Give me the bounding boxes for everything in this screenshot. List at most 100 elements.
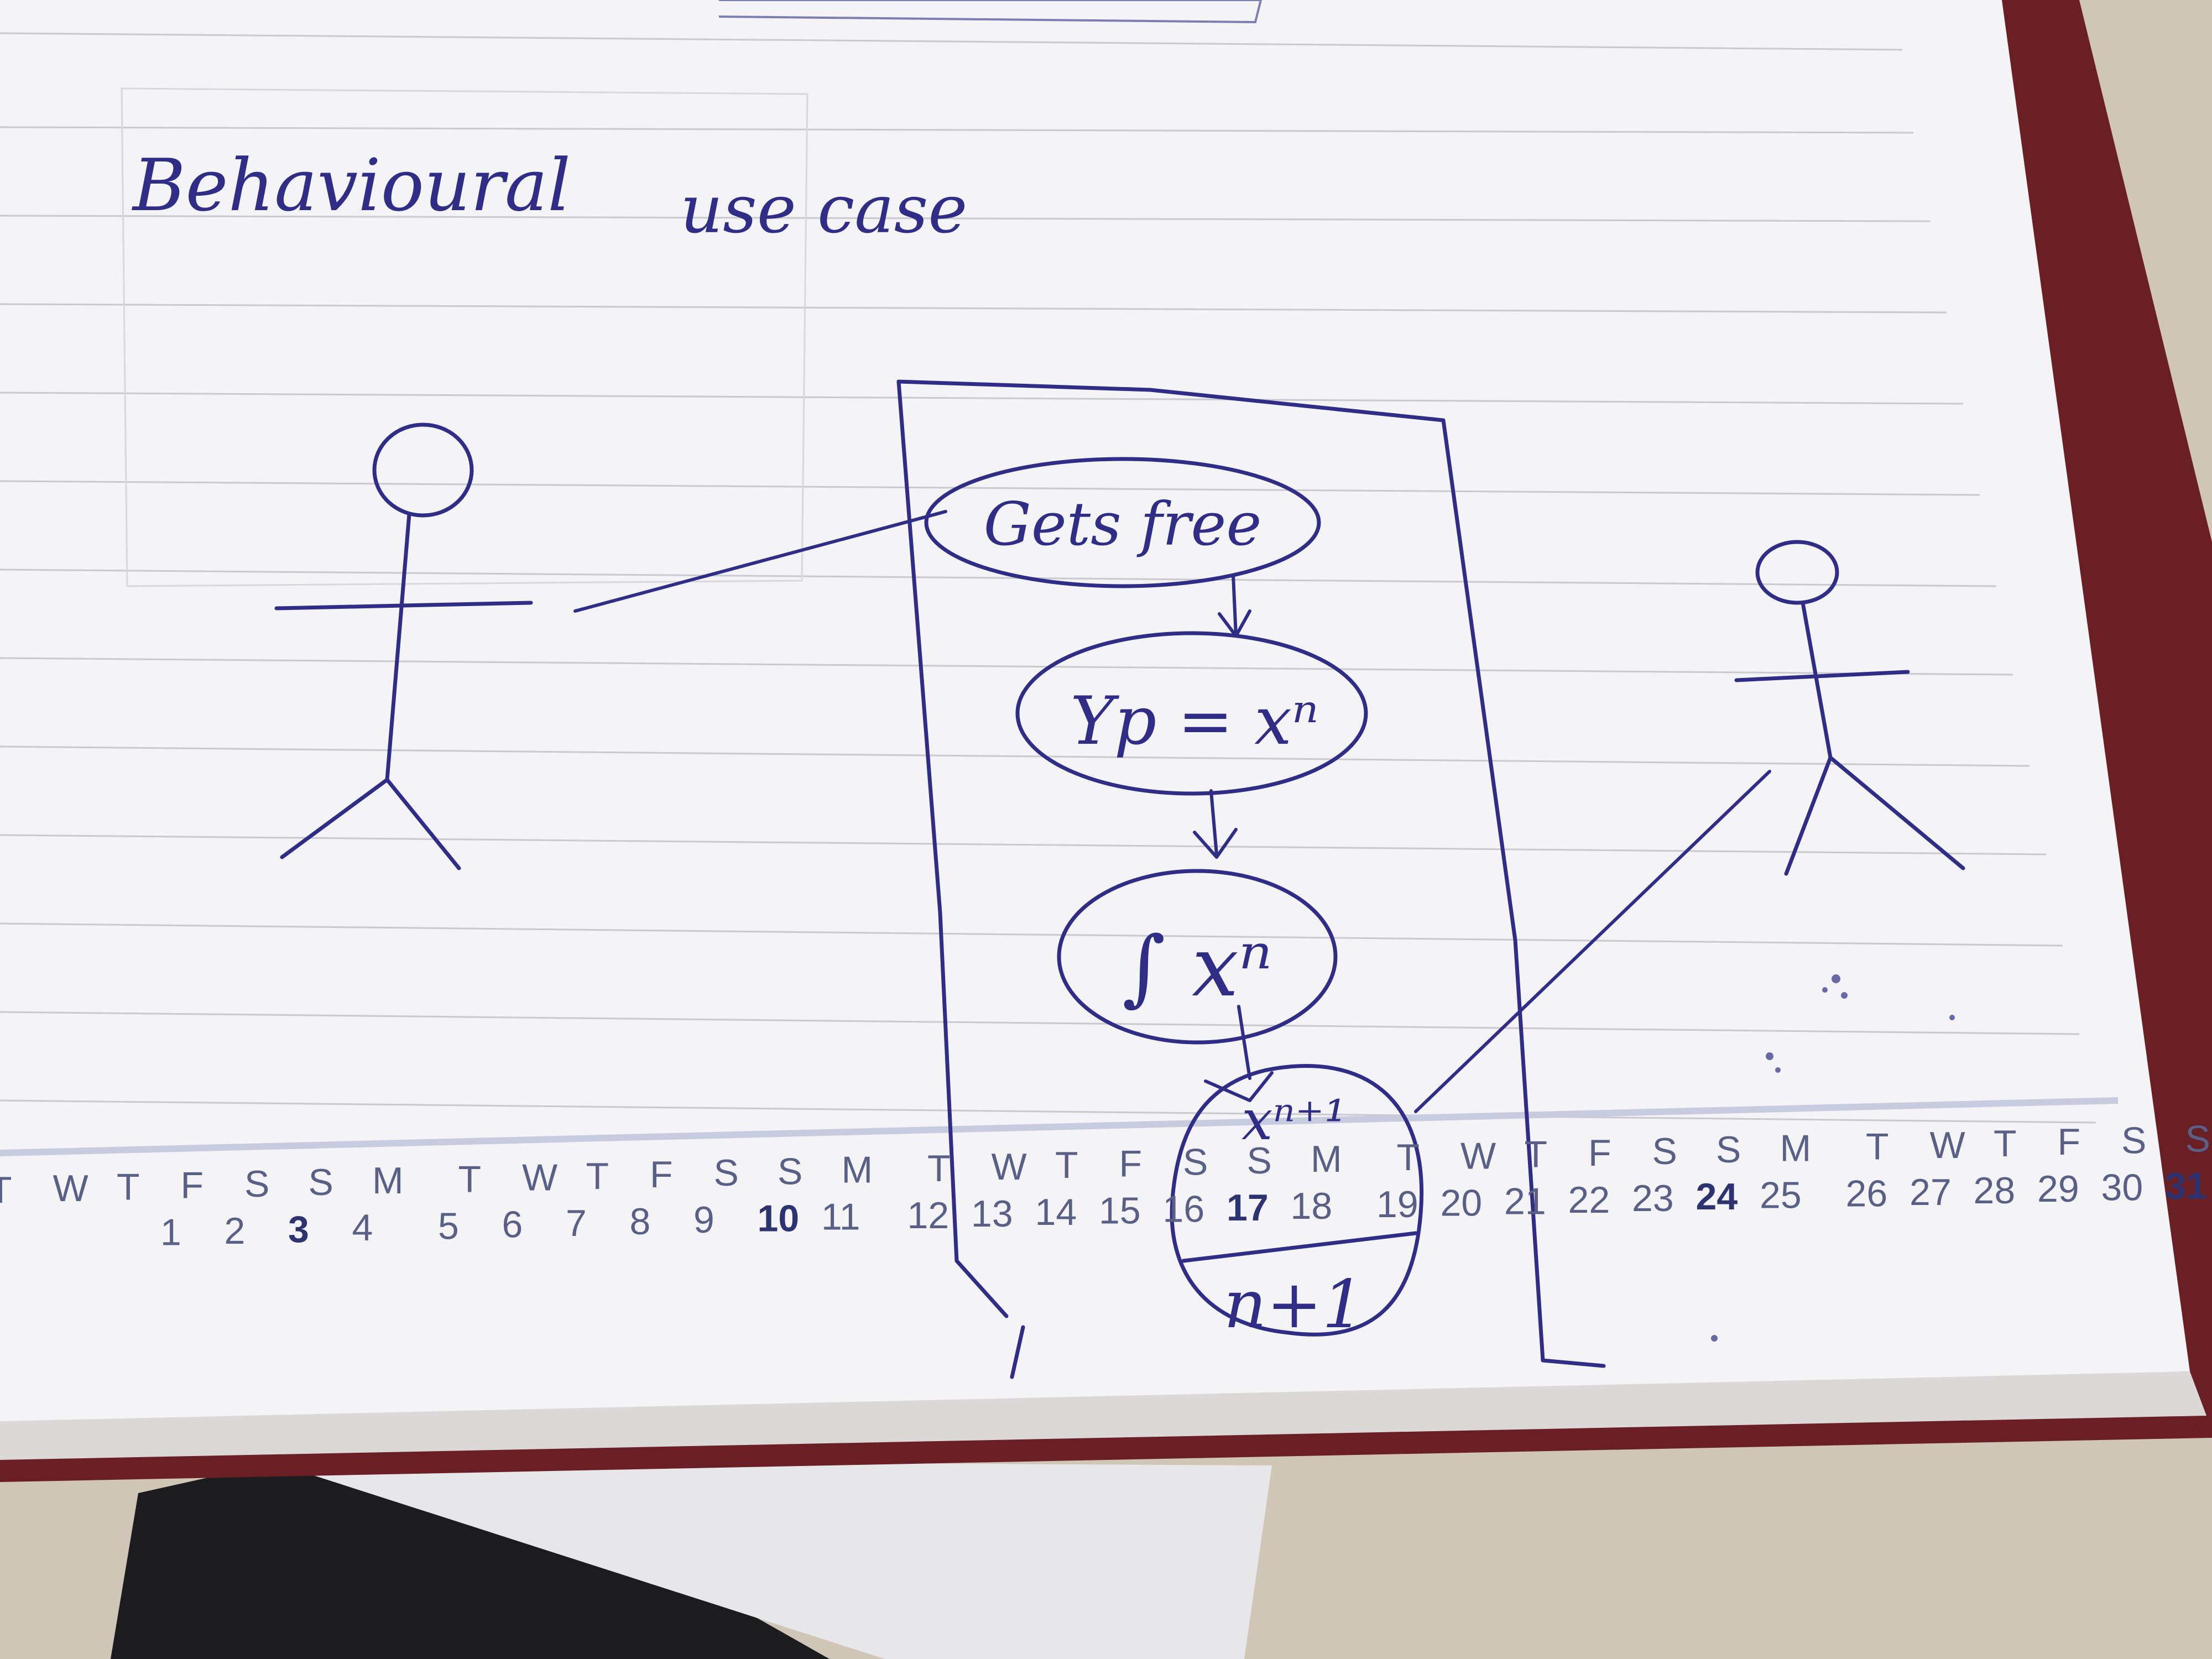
calendar-weekday: T	[1994, 1123, 2017, 1165]
system-boundary-bottom-fragment	[1541, 1358, 1606, 1368]
association-right	[1414, 770, 1771, 1113]
use-case-integral	[1057, 869, 1338, 1045]
calendar-weekday: T	[1525, 1134, 1548, 1176]
calendar-date: 12	[907, 1194, 950, 1237]
calendar-weekday: S	[309, 1161, 333, 1203]
calendar-weekday: S	[2121, 1119, 2146, 1161]
calendar-date: 27	[1910, 1171, 1952, 1213]
loose-paper	[265, 1460, 1272, 1659]
calendar-weekday: S	[778, 1150, 802, 1192]
actor-right-body	[1801, 601, 1833, 760]
dark-object	[111, 1460, 830, 1659]
calendar-date: 3	[288, 1208, 309, 1250]
calendar-date: 28	[1974, 1170, 2016, 1212]
system-boundary-right	[1441, 418, 1545, 1363]
calendar-weekday: T	[1397, 1136, 1420, 1178]
actor-left	[274, 422, 533, 870]
ink-spots	[1711, 974, 1955, 1342]
calendar-weekday: S	[1183, 1141, 1208, 1183]
calendar-weekday: T	[0, 1169, 12, 1211]
calendar-date: 5	[438, 1205, 459, 1247]
use-case-integral-label: ∫ xⁿ	[1122, 919, 1272, 1015]
calendar-weekday: T	[1055, 1144, 1078, 1186]
ruled-lines	[0, 32, 2096, 1124]
title-use-case: use case	[680, 171, 967, 248]
calendar-date: 23	[1632, 1177, 1674, 1219]
title-behavioural: Behavioural	[132, 143, 571, 227]
calendar-date: 15	[1099, 1190, 1141, 1232]
calendar-weekday: S	[244, 1163, 269, 1205]
calendar-date: 13	[971, 1193, 1013, 1235]
calendar-date: 21	[1504, 1181, 1546, 1223]
calendar-date: 6	[502, 1204, 523, 1246]
association-left	[573, 510, 947, 613]
system-boundary-top	[896, 379, 1446, 422]
calendar-date: 2	[225, 1210, 246, 1252]
calendar-weekday: M	[842, 1149, 873, 1191]
calendar-weekday: F	[1588, 1132, 1611, 1174]
actor-right	[1734, 540, 1965, 876]
calendar-date: 30	[2101, 1166, 2143, 1208]
calendar-weekday: F	[650, 1154, 673, 1196]
calendar-weekday: F	[181, 1165, 204, 1207]
calendar-date: 14	[1035, 1191, 1077, 1233]
use-case-fraction	[1170, 1064, 1424, 1337]
actor-right-leg-r	[1828, 755, 1965, 870]
actor-left-leg-r	[385, 778, 461, 870]
use-case-gets-free-label: Gets free	[984, 490, 1262, 559]
use-case-yp	[1015, 631, 1368, 796]
actor-left-head	[372, 422, 474, 518]
calendar-date: 10	[758, 1197, 800, 1239]
calendar-weekday: T	[458, 1158, 482, 1200]
use-case-yp-label: Yp = xⁿ	[1070, 683, 1318, 760]
calendar-weekday: W	[992, 1146, 1027, 1188]
system-boundary-stub	[1010, 1325, 1025, 1379]
calendar-date: 7	[566, 1202, 587, 1244]
calendar-weekday: S	[1716, 1129, 1741, 1171]
calendar-date: 25	[1760, 1174, 1802, 1216]
calendar-date: 1	[160, 1212, 181, 1254]
calendar-date: 18	[1291, 1185, 1333, 1227]
calendar-weekday: W	[1460, 1135, 1496, 1177]
top-box-fragment	[718, 0, 1262, 24]
calendar-weekday: F	[2058, 1121, 2081, 1163]
calendar-weekday: T	[117, 1166, 140, 1208]
actor-right-leg-l	[1784, 755, 1833, 876]
actor-left-leg-l	[280, 778, 389, 859]
calendar-weekday: T	[927, 1147, 951, 1190]
use-case-fraction-denominator: n+1	[1224, 1266, 1364, 1343]
calendar-date: 29	[2037, 1168, 2079, 1210]
calendar-weekday: T	[1866, 1126, 1889, 1168]
calendar-date: 16	[1163, 1188, 1205, 1230]
calendar-weekday: S	[714, 1152, 739, 1194]
bleed-through-box	[121, 87, 808, 587]
notebook-page	[0, 0, 2190, 1421]
actor-left-body	[385, 512, 411, 782]
calendar-date: 17	[1227, 1187, 1269, 1229]
calendar-date: 22	[1568, 1179, 1610, 1221]
arrow-3	[1204, 1005, 1274, 1102]
calendar-weekday: M	[372, 1160, 404, 1202]
calendar-date: 24	[1696, 1176, 1738, 1218]
calendar-weekday: M	[1311, 1138, 1342, 1180]
use-case-fraction-numerator: xⁿ⁺¹	[1241, 1088, 1347, 1152]
calendar-weekday: W	[522, 1157, 557, 1199]
calendar-weekday: T	[586, 1155, 609, 1197]
calendar-date: 8	[630, 1201, 651, 1243]
calendar-weekday: W	[53, 1167, 88, 1209]
arrow-2	[1193, 789, 1238, 859]
actor-right-head	[1755, 540, 1839, 605]
system-boundary-left	[896, 379, 1009, 1318]
calendar-weekday: M	[1780, 1127, 1812, 1169]
calendar-weekday: W	[1930, 1124, 1965, 1166]
page-stack-edge	[0, 1371, 2206, 1460]
calendar-weekday: F	[1119, 1142, 1142, 1185]
calendar-date: 19	[1376, 1183, 1418, 1225]
calendar-weekday: S	[1247, 1140, 1272, 1182]
calendar-date: 11	[821, 1196, 860, 1238]
calendar-date: 9	[693, 1199, 714, 1241]
calendar-weekday: S	[1652, 1130, 1677, 1172]
actor-right-arms	[1734, 670, 1910, 682]
